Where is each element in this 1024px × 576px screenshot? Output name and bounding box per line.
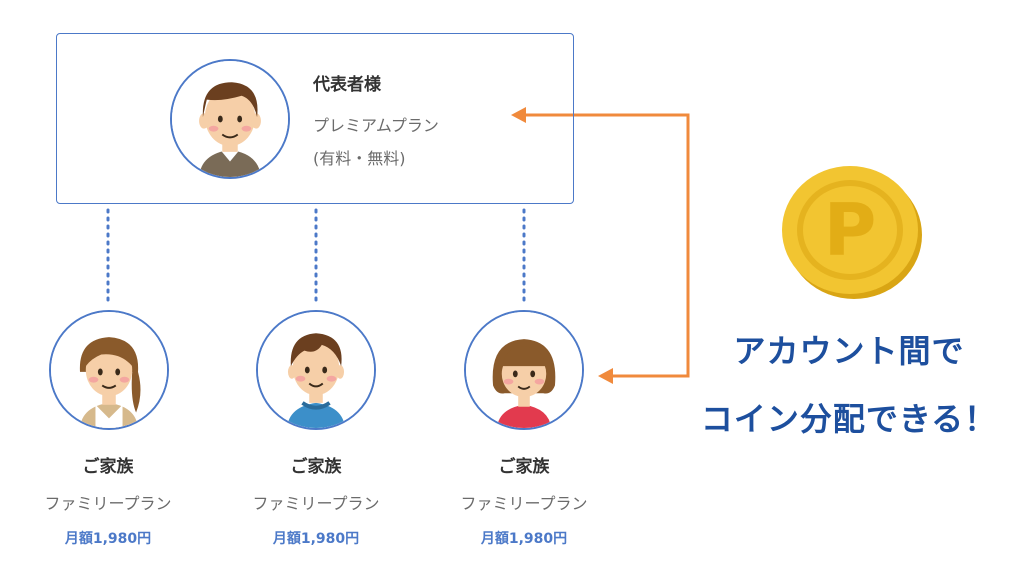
member-1-plan: ファミリープラン (44, 494, 172, 513)
coin-icon: P (782, 166, 922, 299)
member-2-title: ご家族 (290, 457, 342, 477)
representative-price: (有料・無料) (313, 149, 406, 168)
member-3-price: 月額1,980円 (480, 531, 568, 547)
message-line-2: コイン分配できる！ (700, 400, 998, 438)
member-3-title: ご家族 (498, 457, 550, 477)
member-1-title: ご家族 (82, 457, 134, 477)
arrow-head-to-member (598, 368, 613, 384)
message-line-1: アカウント間で (733, 332, 965, 370)
member-2-plan: ファミリープラン (252, 494, 380, 513)
representative-plan: プレミアムプラン (313, 116, 439, 135)
member-3-plan: ファミリープラン (460, 494, 588, 513)
member-2-price: 月額1,980円 (272, 531, 360, 547)
family-member-avatar-1-icon (49, 310, 169, 430)
family-member-avatar-3-icon (464, 310, 584, 430)
family-member-avatar-2-icon (256, 310, 376, 430)
representative-title: 代表者様 (313, 75, 381, 95)
representative-avatar-icon (170, 59, 290, 179)
member-1-price: 月額1,980円 (64, 531, 152, 547)
coin-symbol: P (824, 188, 877, 272)
representative-card (56, 33, 574, 204)
